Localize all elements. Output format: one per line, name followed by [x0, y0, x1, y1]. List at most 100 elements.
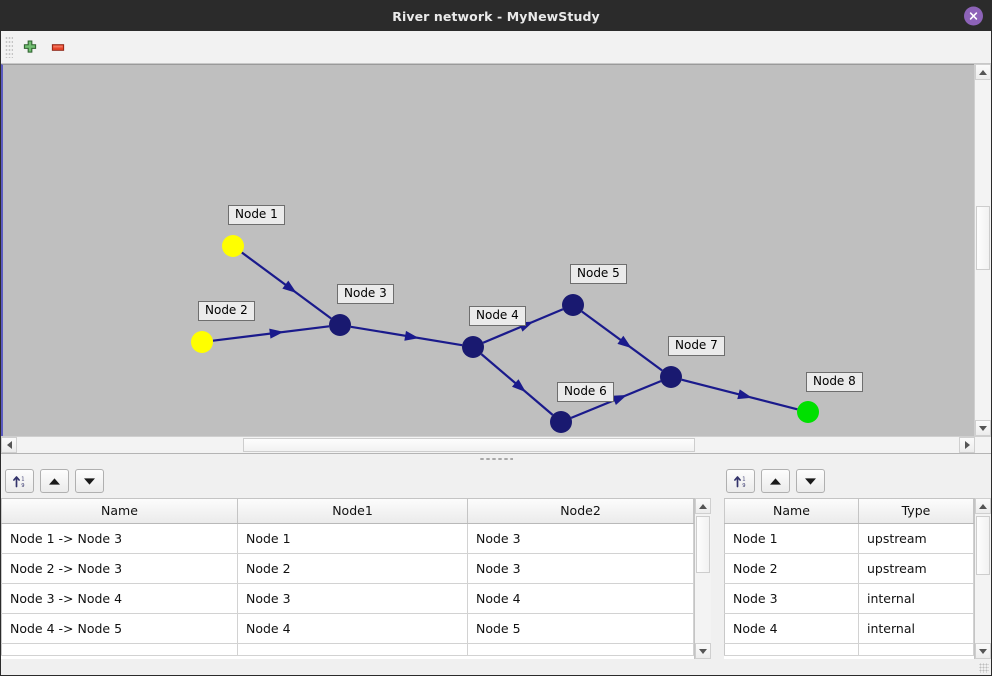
reaches-cell[interactable]: Node 1 -> Node 3: [1, 523, 238, 554]
pane-divider[interactable]: [711, 464, 713, 675]
add-node-button[interactable]: [16, 34, 44, 60]
panel-splitter[interactable]: [1, 453, 991, 464]
node-label-node-4[interactable]: Node 4: [469, 306, 526, 327]
reaches-cell-empty[interactable]: [237, 643, 468, 656]
graph-node-node-8[interactable]: [797, 401, 819, 423]
graph-node-node-6[interactable]: [550, 411, 572, 433]
reaches-cell[interactable]: Node 5: [467, 613, 694, 644]
nodes-scroll-up-button[interactable]: [974, 498, 991, 514]
reaches-vscroll-thumb[interactable]: [696, 516, 710, 573]
nodes-vscroll-thumb[interactable]: [975, 516, 990, 576]
scroll-right-button[interactable]: [959, 437, 975, 453]
reaches-cell-empty[interactable]: [1, 643, 238, 656]
hscroll-corner: [975, 437, 991, 453]
resize-grip-icon[interactable]: [978, 663, 989, 673]
reaches-cell[interactable]: Node 4: [467, 583, 694, 614]
reaches-move-down-button[interactable]: [75, 469, 104, 493]
reaches-toolbar: 1 9: [1, 464, 711, 498]
reaches-move-up-button[interactable]: [40, 469, 69, 493]
reaches-cell[interactable]: Node 3: [467, 553, 694, 584]
sort-icon: 1 9: [13, 475, 25, 489]
scroll-left-button[interactable]: [1, 437, 17, 453]
triangle-up-icon: [49, 477, 60, 485]
canvas-vertical-scrollbar[interactable]: [974, 64, 991, 436]
reaches-col-node2[interactable]: Node2: [467, 499, 694, 524]
nodes-move-up-button[interactable]: [761, 469, 790, 493]
node-label-node-5[interactable]: Node 5: [570, 264, 627, 285]
reaches-vscroll-track[interactable]: [695, 514, 711, 643]
graph-node-node-2[interactable]: [191, 331, 213, 353]
reaches-cell[interactable]: Node 3: [467, 523, 694, 554]
reaches-vertical-scrollbar[interactable]: [694, 498, 711, 659]
graph-node-node-7[interactable]: [660, 366, 682, 388]
reaches-cell-empty[interactable]: [467, 643, 694, 656]
reaches-cell[interactable]: Node 1: [237, 523, 468, 554]
reaches-col-name[interactable]: Name: [1, 499, 238, 524]
table-row-empty[interactable]: [1, 643, 694, 656]
reaches-cell[interactable]: Node 3: [237, 583, 468, 614]
nodes-cell[interactable]: internal: [858, 613, 974, 644]
node-label-node-2[interactable]: Node 2: [198, 301, 255, 322]
nodes-col-name[interactable]: Name: [724, 499, 859, 524]
canvas-vscroll-thumb[interactable]: [976, 205, 990, 271]
reaches-cell[interactable]: Node 4 -> Node 5: [1, 613, 238, 644]
remove-node-button[interactable]: [44, 34, 72, 60]
node-label-node-8[interactable]: Node 8: [806, 372, 863, 393]
toolbar-grip[interactable]: [5, 36, 13, 58]
nodes-cell-empty[interactable]: [724, 643, 859, 656]
node-label-node-1[interactable]: Node 1: [228, 205, 285, 226]
reaches-cell[interactable]: Node 2 -> Node 3: [1, 553, 238, 584]
reaches-cell[interactable]: Node 3 -> Node 4: [1, 583, 238, 614]
canvas-horizontal-scrollbar[interactable]: [1, 436, 991, 453]
nodes-col-type[interactable]: Type: [858, 499, 974, 524]
nodes-scroll-down-button[interactable]: [974, 643, 991, 659]
scroll-up-button[interactable]: [975, 64, 991, 80]
graph-node-node-3[interactable]: [329, 314, 351, 336]
nodes-cell[interactable]: upstream: [858, 523, 974, 554]
edge-arrowhead: [612, 395, 627, 405]
reaches-scroll-down-button[interactable]: [695, 643, 711, 659]
nodes-cell[interactable]: Node 1: [724, 523, 859, 554]
reaches-col-node1[interactable]: Node1: [237, 499, 468, 524]
reaches-pane: 1 9: [1, 464, 711, 675]
nodes-vscroll-track[interactable]: [974, 514, 991, 643]
canvas-hscroll-thumb[interactable]: [243, 438, 696, 452]
reaches-scroll-up-button[interactable]: [695, 498, 711, 514]
nodes-move-down-button[interactable]: [796, 469, 825, 493]
node-label-node-3[interactable]: Node 3: [337, 284, 394, 305]
reaches-sort-button[interactable]: 1 9: [5, 469, 34, 493]
canvas-vscroll-track[interactable]: [975, 80, 991, 420]
nodes-sort-button[interactable]: 1 9: [726, 469, 755, 493]
table-row-empty[interactable]: [724, 643, 974, 656]
network-diagram[interactable]: Node 1 Node 2 Node 3 Node 4 Node 5 Node 6 Node…: [1, 64, 974, 436]
node-label-node-7[interactable]: Node 7: [668, 336, 725, 357]
graph-node-node-4[interactable]: [462, 336, 484, 358]
close-icon[interactable]: [964, 6, 983, 26]
nodes-cell[interactable]: Node 2: [724, 553, 859, 584]
reaches-cell[interactable]: Node 4: [237, 613, 468, 644]
nodes-pane: 1 9: [713, 464, 991, 675]
nodes-cell[interactable]: upstream: [858, 553, 974, 584]
scroll-down-button[interactable]: [975, 420, 991, 436]
nodes-cell[interactable]: internal: [858, 583, 974, 614]
nodes-cell-empty[interactable]: [858, 643, 974, 656]
chevron-left-icon: [6, 441, 12, 449]
graph-node-node-1[interactable]: [222, 235, 244, 257]
reaches-cell[interactable]: Node 2: [237, 553, 468, 584]
nodes-cell[interactable]: Node 4: [724, 613, 859, 644]
nodes-cell[interactable]: Node 3: [724, 583, 859, 614]
nodes-vertical-scrollbar[interactable]: [973, 498, 991, 659]
graph-node-node-5[interactable]: [562, 294, 584, 316]
canvas-hscroll-track[interactable]: [17, 437, 959, 453]
node-label-node-6[interactable]: Node 6: [557, 382, 614, 403]
